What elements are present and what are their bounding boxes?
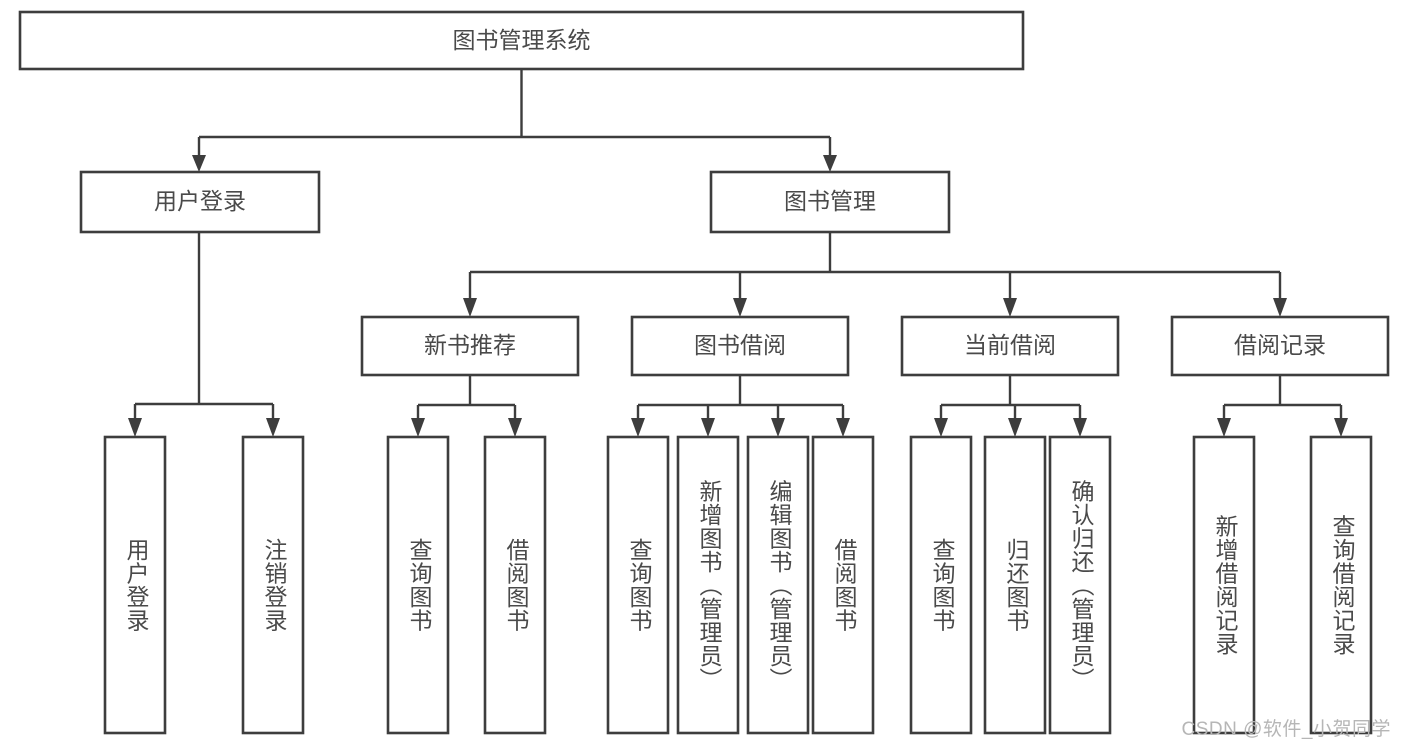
node-leaf-borrow-book-1[interactable]: 借阅图书 xyxy=(483,435,547,735)
arrowhead-leaf-borrow-book-2 xyxy=(836,418,850,437)
arrowhead-current-borrow xyxy=(1003,298,1017,317)
node-user-login[interactable]: 用户登录 xyxy=(79,170,321,234)
node-leaf-add-record[interactable]: 新增借阅记录 xyxy=(1192,435,1256,735)
arrowhead-user-login xyxy=(192,155,206,172)
node-new-book-recommend-box[interactable] xyxy=(360,315,580,377)
node-leaf-user-login[interactable]: 用户登录 xyxy=(103,435,167,735)
node-leaf-return-book-label: 归还图书 xyxy=(1003,538,1030,632)
node-leaf-query-record[interactable]: 查询借阅记录 xyxy=(1309,435,1373,735)
node-leaf-query-book-3-box[interactable] xyxy=(909,435,973,735)
node-root-box[interactable] xyxy=(18,10,1025,71)
node-book-manage-label: 图书管理 xyxy=(784,188,876,214)
node-leaf-edit-book-label: 编辑图书（管理员） xyxy=(766,479,793,691)
arrowhead-leaf-return-book xyxy=(1008,418,1022,437)
arrowhead-leaf-confirm-return xyxy=(1073,418,1087,437)
node-leaf-add-book-box[interactable] xyxy=(676,435,740,735)
node-leaf-logout-label: 注销登录 xyxy=(261,538,288,632)
arrowhead-book-manage xyxy=(823,155,837,172)
node-current-borrow[interactable]: 当前借阅 xyxy=(900,315,1120,377)
node-book-borrow-label: 图书借阅 xyxy=(694,332,786,358)
node-new-book-recommend-label: 新书推荐 xyxy=(424,332,516,358)
node-leaf-add-book[interactable]: 新增图书（管理员） xyxy=(676,435,740,735)
connector-group-book-borrow xyxy=(631,375,850,437)
node-leaf-user-login-label: 用户登录 xyxy=(123,538,150,632)
node-borrow-record-box[interactable] xyxy=(1170,315,1390,377)
node-leaf-query-book-3[interactable]: 查询图书 xyxy=(909,435,973,735)
arrowhead-leaf-add-book xyxy=(701,418,715,437)
node-borrow-record[interactable]: 借阅记录 xyxy=(1170,315,1390,377)
node-leaf-query-book-1-label: 查询图书 xyxy=(406,538,433,632)
node-borrow-record-label: 借阅记录 xyxy=(1234,332,1326,358)
node-leaf-confirm-return-label: 确认归还（管理员） xyxy=(1068,479,1095,691)
node-root-label: 图书管理系统 xyxy=(453,27,591,53)
node-leaf-add-book-label: 新增图书（管理员） xyxy=(696,479,723,691)
node-leaf-query-book-1-box[interactable] xyxy=(386,435,450,735)
connector-group-user-login xyxy=(128,232,280,437)
node-leaf-confirm-return-box[interactable] xyxy=(1048,435,1112,735)
node-leaf-borrow-book-1-box[interactable] xyxy=(483,435,547,735)
node-book-borrow-box[interactable] xyxy=(630,315,850,377)
connector-group-root xyxy=(192,69,837,172)
node-leaf-borrow-book-2-box[interactable] xyxy=(811,435,875,735)
arrowhead-leaf-borrow-book-1 xyxy=(508,418,522,437)
node-leaf-logout-box[interactable] xyxy=(241,435,305,735)
node-current-borrow-box[interactable] xyxy=(900,315,1120,377)
node-leaf-query-book-2-box[interactable] xyxy=(606,435,670,735)
node-leaf-query-book-2-label: 查询图书 xyxy=(626,538,653,632)
node-leaf-add-record-label: 新增借阅记录 xyxy=(1212,515,1239,656)
node-book-borrow[interactable]: 图书借阅 xyxy=(630,315,850,377)
node-leaf-query-record-label: 查询借阅记录 xyxy=(1329,515,1356,656)
arrowhead-leaf-logout xyxy=(266,418,280,437)
node-leaf-logout[interactable]: 注销登录 xyxy=(241,435,305,735)
arrowhead-leaf-query-book-2 xyxy=(631,418,645,437)
connector-group-new-book-recommend xyxy=(411,375,522,437)
arrowhead-leaf-edit-book xyxy=(771,418,785,437)
node-leaf-borrow-book-2-label: 借阅图书 xyxy=(831,538,858,632)
arrowhead-new-book-recommend xyxy=(463,298,477,317)
node-leaf-query-book-1[interactable]: 查询图书 xyxy=(386,435,450,735)
node-leaf-borrow-book-2[interactable]: 借阅图书 xyxy=(811,435,875,735)
node-new-book-recommend[interactable]: 新书推荐 xyxy=(360,315,580,377)
connector-group-book-manage xyxy=(463,232,1287,317)
arrowhead-leaf-add-record xyxy=(1217,418,1231,437)
node-leaf-edit-book-box[interactable] xyxy=(746,435,810,735)
connector-group-borrow-record xyxy=(1217,375,1348,437)
node-leaf-query-book-2[interactable]: 查询图书 xyxy=(606,435,670,735)
arrowhead-leaf-query-book-3 xyxy=(934,418,948,437)
node-leaf-return-book-box[interactable] xyxy=(983,435,1047,735)
node-book-manage[interactable]: 图书管理 xyxy=(709,170,951,234)
node-current-borrow-label: 当前借阅 xyxy=(964,332,1056,358)
connector-group-current-borrow xyxy=(934,375,1087,437)
arrowhead-book-borrow xyxy=(733,298,747,317)
node-book-manage-box[interactable] xyxy=(709,170,951,234)
node-leaf-edit-book[interactable]: 编辑图书（管理员） xyxy=(746,435,810,735)
node-leaf-return-book[interactable]: 归还图书 xyxy=(983,435,1047,735)
arrowhead-leaf-user-login xyxy=(128,418,142,437)
node-leaf-query-record-box[interactable] xyxy=(1309,435,1373,735)
node-leaf-query-book-3-label: 查询图书 xyxy=(929,538,956,632)
node-user-login-box[interactable] xyxy=(79,170,321,234)
arrowhead-borrow-record xyxy=(1273,298,1287,317)
node-leaf-user-login-box[interactable] xyxy=(103,435,167,735)
arrowhead-leaf-query-record xyxy=(1334,418,1348,437)
node-leaf-borrow-book-1-label: 借阅图书 xyxy=(503,538,530,632)
node-root[interactable]: 图书管理系统 xyxy=(18,10,1025,71)
node-leaf-add-record-box[interactable] xyxy=(1192,435,1256,735)
node-user-login-label: 用户登录 xyxy=(154,188,246,214)
arrowhead-leaf-query-book-1 xyxy=(411,418,425,437)
node-leaf-confirm-return[interactable]: 确认归还（管理员） xyxy=(1048,435,1112,735)
